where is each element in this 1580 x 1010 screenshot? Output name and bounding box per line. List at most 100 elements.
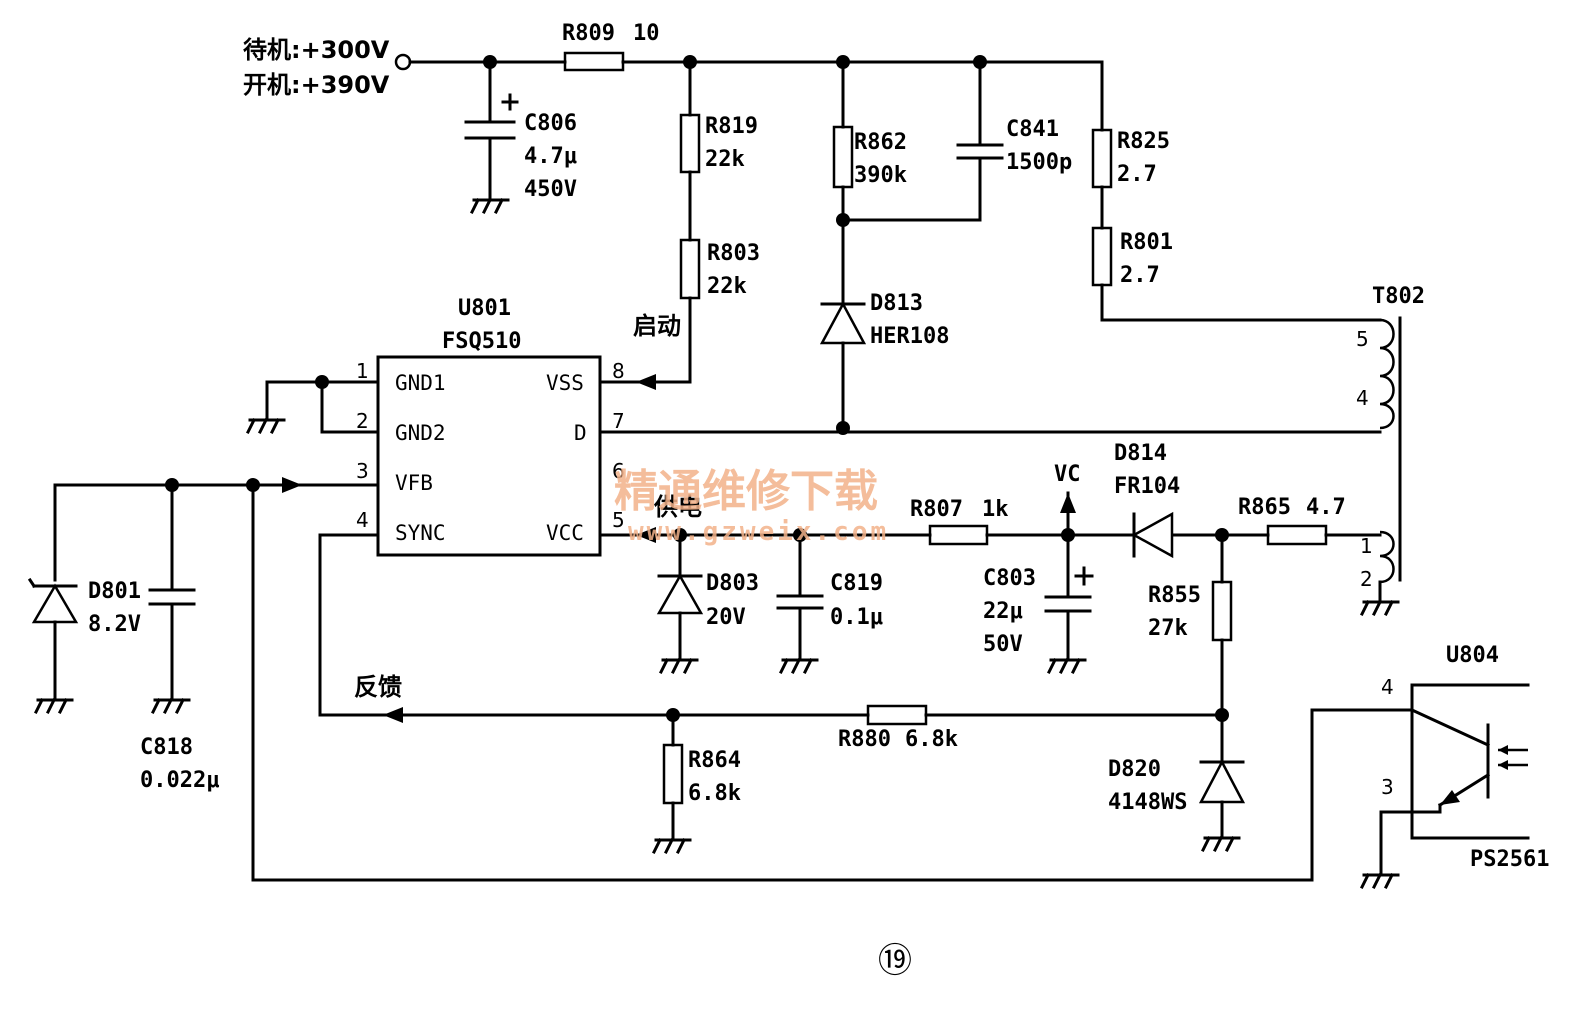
- ground-c806: [469, 197, 510, 215]
- r807-value: 1k: [982, 497, 1009, 522]
- u804-optocoupler: [1410, 683, 1530, 840]
- t802-pin1: 1: [1360, 534, 1373, 558]
- r807-resistor: [928, 524, 989, 546]
- c841-value: 1500p: [1006, 150, 1072, 175]
- u801-pin4-num: 4: [356, 508, 369, 532]
- u801-pin8-num: 8: [612, 359, 625, 383]
- t802-pin4: 4: [1356, 386, 1369, 410]
- figure-number: ⑲: [878, 941, 912, 981]
- r825-resistor: [1091, 128, 1113, 189]
- ground-u801: [245, 417, 286, 435]
- u801-pin7-num: 7: [612, 409, 625, 433]
- u801-pin6-num: 6: [612, 459, 625, 483]
- c819-value: 0.1μ: [830, 605, 883, 630]
- d814-diode: [1131, 511, 1174, 559]
- r809-ref: R809: [562, 21, 615, 46]
- r855-value: 27k: [1148, 616, 1188, 641]
- r825-ref: R825: [1117, 129, 1170, 154]
- c806-value: 4.7μ: [524, 144, 577, 169]
- supply-label: 供电: [653, 493, 702, 521]
- feedback-arrow: [383, 707, 403, 723]
- d820-diode: [1198, 759, 1246, 804]
- c841-capacitor: [956, 143, 1004, 160]
- input-standby-label: 待机:+300V: [243, 36, 390, 64]
- d820-value: 4148WS: [1108, 790, 1187, 815]
- ground-d803: [658, 657, 699, 675]
- c806-capacitor: [464, 93, 519, 140]
- input-terminal: [394, 53, 412, 71]
- ground-d801: [33, 697, 74, 715]
- r819-resistor: [679, 113, 701, 174]
- c806-voltage: 450V: [524, 177, 577, 202]
- r855-resistor: [1211, 580, 1233, 642]
- ground-t802: [1359, 599, 1400, 617]
- u801-pin8-name: VSS: [546, 371, 584, 395]
- feedback-label: 反馈: [354, 673, 402, 701]
- ground-c819: [778, 657, 819, 675]
- r862-value: 390k: [854, 163, 907, 188]
- t802-pin2: 2: [1360, 567, 1373, 591]
- t802-ref: T802: [1372, 284, 1425, 309]
- c803-capacitor: [1044, 566, 1094, 613]
- r801-value: 2.7: [1120, 263, 1160, 288]
- r880-value: 6.8k: [905, 727, 958, 752]
- d813-ref: D813: [870, 291, 923, 316]
- vc-arrow: [1060, 493, 1076, 513]
- u801-pin1-name: GND1: [395, 371, 446, 395]
- c818-value: 0.022μ: [140, 768, 219, 793]
- d801-zener: [27, 577, 79, 624]
- r803-value: 22k: [707, 274, 747, 299]
- d801-ref: D801: [88, 579, 141, 604]
- t802-pin5: 5: [1356, 327, 1369, 351]
- vc-label: VC: [1054, 462, 1081, 487]
- c841-ref: C841: [1006, 117, 1059, 142]
- ground-c803: [1046, 657, 1087, 675]
- u801-pin5-name: VCC: [546, 521, 584, 545]
- u801-pin2-num: 2: [356, 409, 369, 433]
- r809-value: 10: [633, 21, 660, 46]
- r819-value: 22k: [705, 147, 745, 172]
- r809-resistor: [563, 51, 625, 72]
- r803-ref: R803: [707, 241, 760, 266]
- r819-ref: R819: [705, 114, 758, 139]
- u804-ref: U804: [1446, 643, 1499, 668]
- t802-transformer: [1379, 316, 1402, 584]
- c819-ref: C819: [830, 571, 883, 596]
- u801-pin4-name: SYNC: [395, 521, 446, 545]
- d803-ref: D803: [706, 571, 759, 596]
- u801-pin3-name: VFB: [395, 471, 433, 495]
- u801-pin2-name: GND2: [395, 421, 446, 445]
- input-on-label: 开机:+390V: [243, 71, 390, 99]
- vfb-arrow: [282, 477, 302, 493]
- d803-value: 20V: [706, 605, 746, 630]
- ground-r864: [651, 837, 692, 855]
- supply-arrow: [636, 527, 656, 543]
- u804-pin3: 3: [1381, 775, 1394, 799]
- u801-pin3-num: 3: [356, 459, 369, 483]
- u801-ic: [376, 355, 602, 557]
- u804-pin4: 4: [1381, 675, 1394, 699]
- u801-part: FSQ510: [442, 329, 521, 354]
- d801-value: 8.2V: [88, 612, 141, 637]
- c818-capacitor: [148, 588, 196, 606]
- u801-pin5-num: 5: [612, 508, 625, 532]
- d820-ref: D820: [1108, 757, 1161, 782]
- r855-ref: R855: [1148, 583, 1201, 608]
- start-label: 启动: [633, 312, 681, 340]
- d803-zener: [656, 573, 704, 615]
- r865-value: 4.7: [1306, 495, 1346, 520]
- u801-pin1-num: 1: [356, 359, 369, 383]
- d813-diode: [819, 301, 867, 345]
- ground-u804: [1359, 872, 1400, 890]
- r865-ref: R865: [1238, 495, 1291, 520]
- d814-ref: D814: [1114, 441, 1167, 466]
- d814-value: FR104: [1114, 474, 1180, 499]
- start-arrow: [636, 374, 656, 390]
- r864-resistor: [662, 743, 684, 805]
- u801-ref: U801: [458, 296, 511, 321]
- r801-ref: R801: [1120, 230, 1173, 255]
- d813-value: HER108: [870, 324, 949, 349]
- c803-ref: C803: [983, 566, 1036, 591]
- watermark-text: 精通维修下载: [614, 466, 878, 517]
